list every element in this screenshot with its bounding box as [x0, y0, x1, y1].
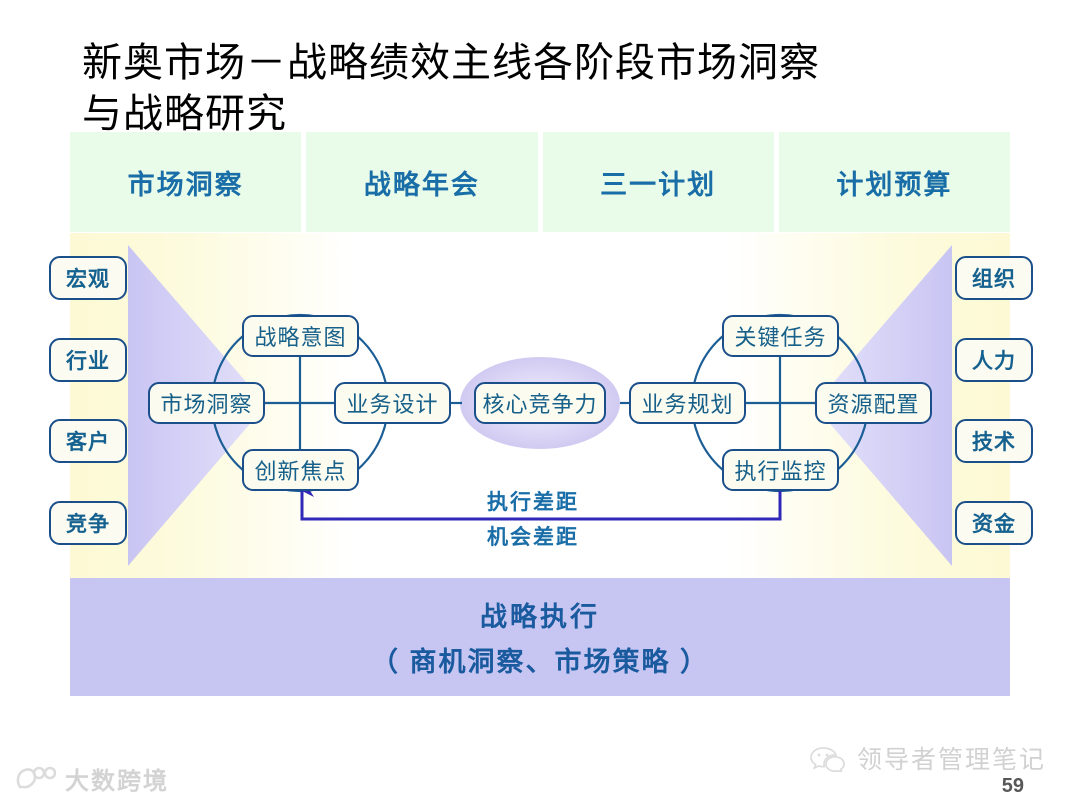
feedback-arrow — [290, 473, 782, 521]
chip-label: 客户 — [66, 431, 110, 454]
node-innovation-focus[interactable]: 创新焦点 — [242, 449, 359, 491]
chip-label: 宏观 — [66, 268, 110, 291]
left-input-industry[interactable]: 行业 — [49, 338, 127, 382]
node-key-tasks[interactable]: 关键任务 — [722, 315, 839, 357]
chip-label: 人力 — [972, 350, 1016, 373]
node-business-design[interactable]: 业务设计 — [334, 382, 451, 424]
watermark-dashukuajing: 大数跨境 — [14, 761, 169, 796]
chip-label: 行业 — [66, 350, 110, 373]
chip-label: 组织 — [972, 268, 1016, 291]
phase-cell-plan-budget[interactable]: 计划预算 — [778, 132, 1010, 232]
node-label: 创新焦点 — [254, 459, 347, 484]
right-input-technology[interactable]: 技术 — [955, 419, 1033, 463]
chip-label: 技术 — [972, 431, 1016, 454]
gap-label-execution: 执行差距 — [487, 491, 579, 514]
execution-title: 战略执行 — [480, 602, 600, 632]
node-label: 市场洞察 — [160, 392, 253, 417]
node-strategic-intent[interactable]: 战略意图 — [242, 315, 359, 357]
phase-header-bar: 市场洞察 战略年会 三一计划 计划预算 — [70, 132, 1010, 232]
phase-cell-three-one-plan[interactable]: 三一计划 — [542, 132, 779, 232]
execution-subtitle: （ 商机洞察、市场策略 ） — [370, 647, 709, 677]
page-title: 新奥市场－战略绩效主线各阶段市场洞察 与战略研究 — [82, 40, 820, 137]
node-label: 战略意图 — [254, 325, 347, 350]
node-label: 执行监控 — [734, 459, 827, 484]
phase-label: 计划预算 — [836, 169, 953, 200]
strategy-execution-band: 战略执行 （ 商机洞察、市场策略 ） — [70, 578, 1010, 696]
left-input-competition[interactable]: 竞争 — [49, 501, 127, 545]
left-input-customer[interactable]: 客户 — [49, 419, 127, 463]
phase-cell-strategy-meeting[interactable]: 战略年会 — [306, 132, 543, 232]
node-label: 核心竞争力 — [482, 392, 598, 417]
watermark-right-text: 领导者管理笔记 — [856, 746, 1046, 774]
wechat-icon — [810, 747, 845, 772]
watermark-wechat-account: 领导者管理笔记 — [808, 740, 1046, 776]
dashu-logo-icon — [16, 766, 56, 788]
watermark-left-text: 大数跨境 — [65, 768, 169, 795]
node-execution-monitoring[interactable]: 执行监控 — [722, 449, 839, 491]
node-label: 资源配置 — [827, 392, 920, 417]
node-label: 业务设计 — [346, 392, 439, 417]
chip-label: 资金 — [972, 513, 1016, 536]
node-label: 关键任务 — [734, 325, 827, 350]
node-market-insight[interactable]: 市场洞察 — [148, 382, 265, 424]
gap-label-opportunity: 机会差距 — [487, 526, 579, 549]
page-number: 59 — [1001, 775, 1024, 797]
phase-cell-market-insight[interactable]: 市场洞察 — [70, 132, 307, 232]
node-label: 业务规划 — [641, 392, 734, 417]
node-core-competence[interactable]: 核心竞争力 — [474, 382, 606, 424]
left-input-macro[interactable]: 宏观 — [49, 256, 127, 300]
right-input-capital[interactable]: 资金 — [955, 501, 1033, 545]
phase-label: 三一计划 — [600, 169, 717, 200]
right-input-manpower[interactable]: 人力 — [955, 338, 1033, 382]
node-business-planning[interactable]: 业务规划 — [629, 382, 746, 424]
chip-label: 竞争 — [66, 513, 110, 536]
node-resource-allocation[interactable]: 资源配置 — [815, 382, 932, 424]
right-input-organization[interactable]: 组织 — [955, 256, 1033, 300]
phase-label: 战略年会 — [363, 169, 480, 200]
phase-label: 市场洞察 — [127, 169, 244, 200]
